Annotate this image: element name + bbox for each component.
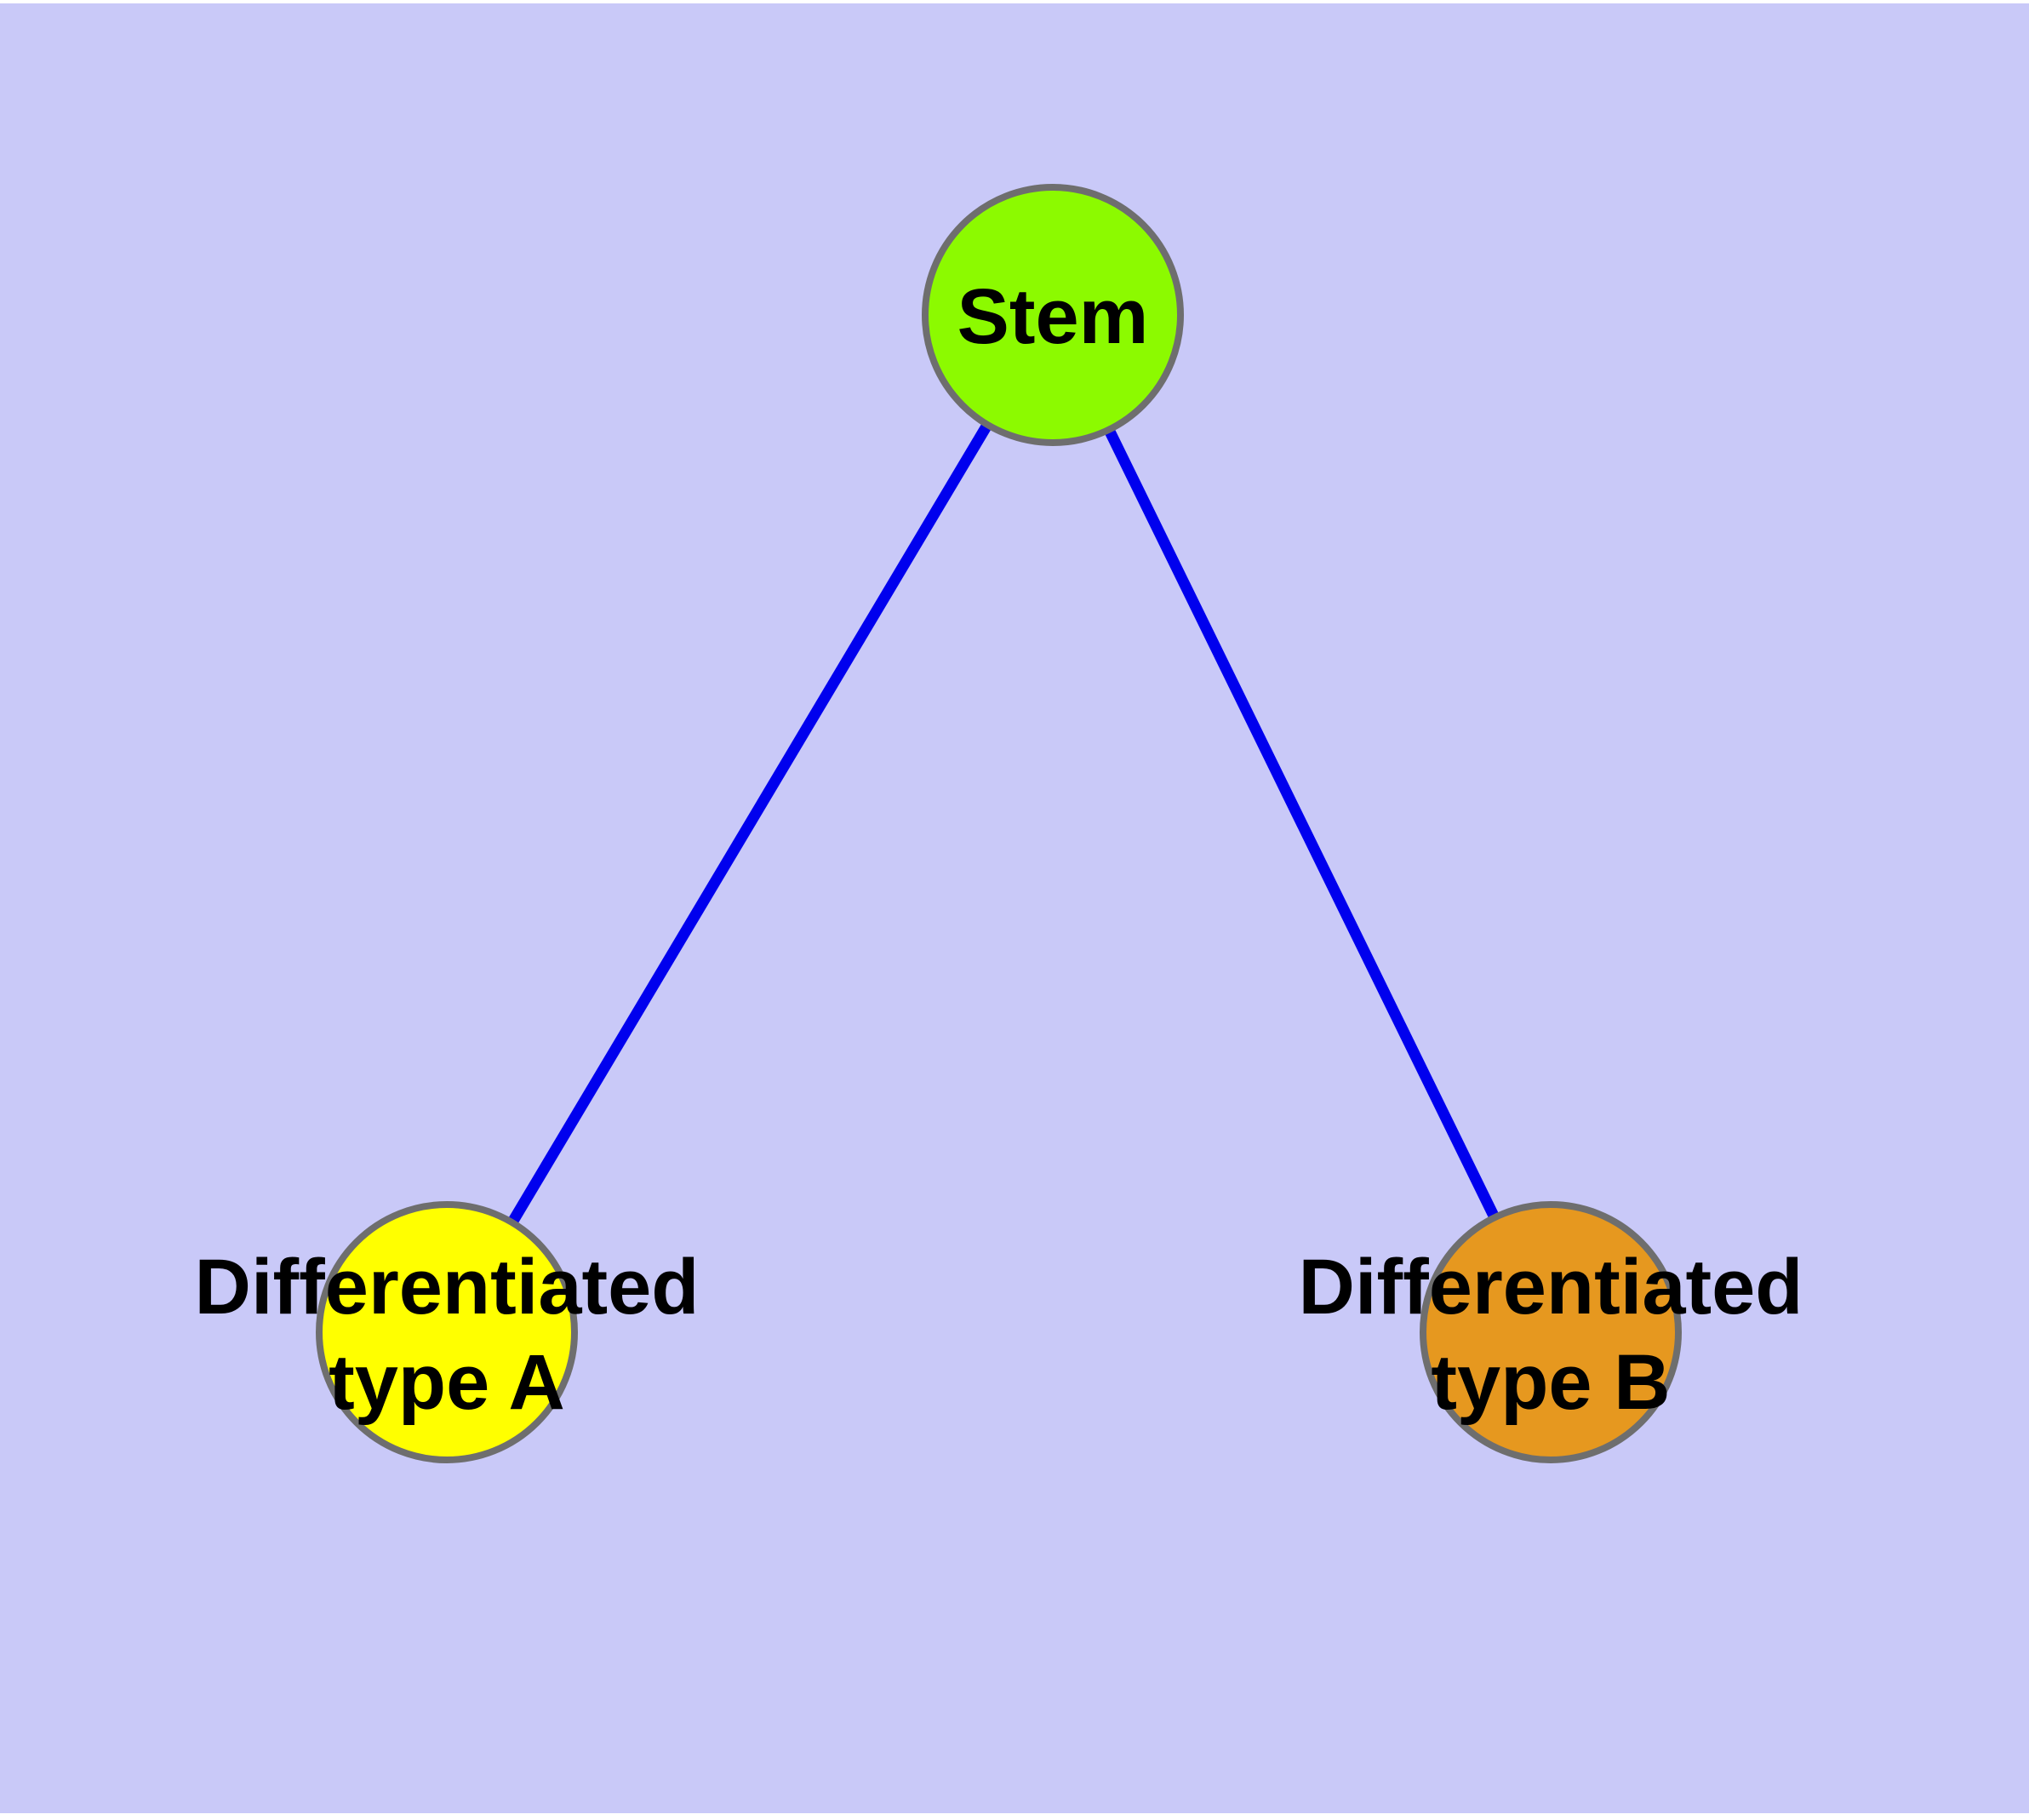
edge-stem-to-type-a: [442, 312, 1058, 1336]
node-differentiated-type-a-label: Differentiated type A: [195, 1239, 700, 1430]
node-stem-label: Stem: [957, 269, 1149, 364]
node-differentiated-type-b-label: Differentiated type B: [1299, 1239, 1803, 1430]
node-type-b-label-line1: Differentiated: [1298, 1244, 1803, 1331]
node-type-b-label-line2: type B: [1431, 1339, 1671, 1426]
node-stem: [922, 184, 1184, 446]
node-differentiated-type-b: [1420, 1201, 1682, 1463]
node-differentiated-type-a: [316, 1201, 578, 1463]
node-type-a-label-line2: type A: [329, 1339, 565, 1426]
node-type-a-label-line1: Differentiated: [194, 1244, 700, 1331]
edge-stem-to-type-b: [1048, 312, 1556, 1335]
node-stem-label-line: Stem: [957, 273, 1149, 360]
